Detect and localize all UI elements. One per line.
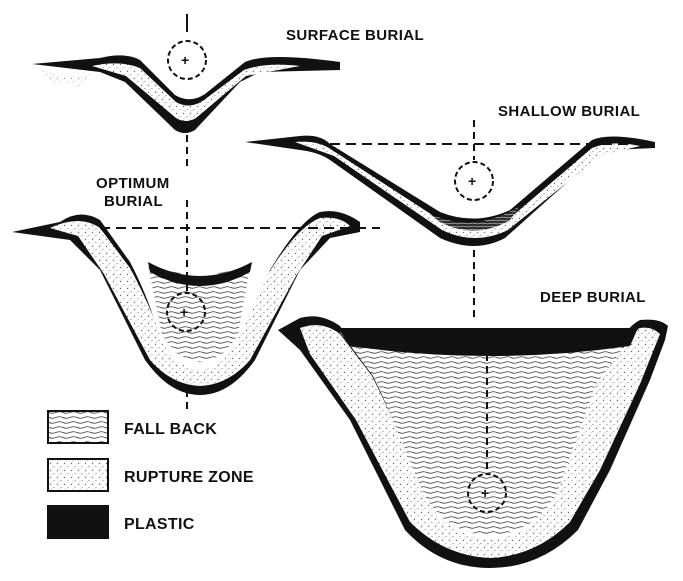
surface-charge-marker: +	[181, 52, 189, 68]
legend-label-plastic: PLASTIC	[124, 516, 195, 533]
shallow-burial-crater: + SHALLOW BURIAL	[245, 103, 655, 320]
surface-burial-label: SURFACE BURIAL	[286, 27, 424, 44]
deep-burial-crater: + DEEP BURIAL	[278, 289, 668, 568]
legend-item-rupture-zone: RUPTURE ZONE	[48, 459, 254, 491]
legend-item-fall-back: FALL BACK	[48, 411, 217, 443]
surface-rupture-zone	[92, 63, 300, 121]
fall-back-swatch	[48, 411, 108, 443]
surface-soil-speckle	[40, 70, 90, 86]
deep-charge-marker: +	[481, 485, 489, 501]
surface-burial-crater: + SURFACE BURIAL	[32, 14, 424, 170]
optimum-charge-marker: +	[180, 304, 188, 320]
shallow-burial-label: SHALLOW BURIAL	[498, 103, 640, 120]
optimum-burial-label-line2: BURIAL	[104, 193, 163, 210]
deep-burial-label: DEEP BURIAL	[540, 289, 646, 306]
rupture-zone-swatch	[48, 459, 108, 491]
legend-label-rupture-zone: RUPTURE ZONE	[124, 469, 254, 486]
shallow-charge-marker: +	[468, 173, 476, 189]
legend: FALL BACK RUPTURE ZONE PLASTIC	[48, 411, 254, 538]
plastic-swatch	[48, 506, 108, 538]
optimum-burial-label-line1: OPTIMUM	[96, 175, 170, 192]
legend-label-fall-back: FALL BACK	[124, 421, 217, 438]
legend-item-plastic: PLASTIC	[48, 506, 195, 538]
